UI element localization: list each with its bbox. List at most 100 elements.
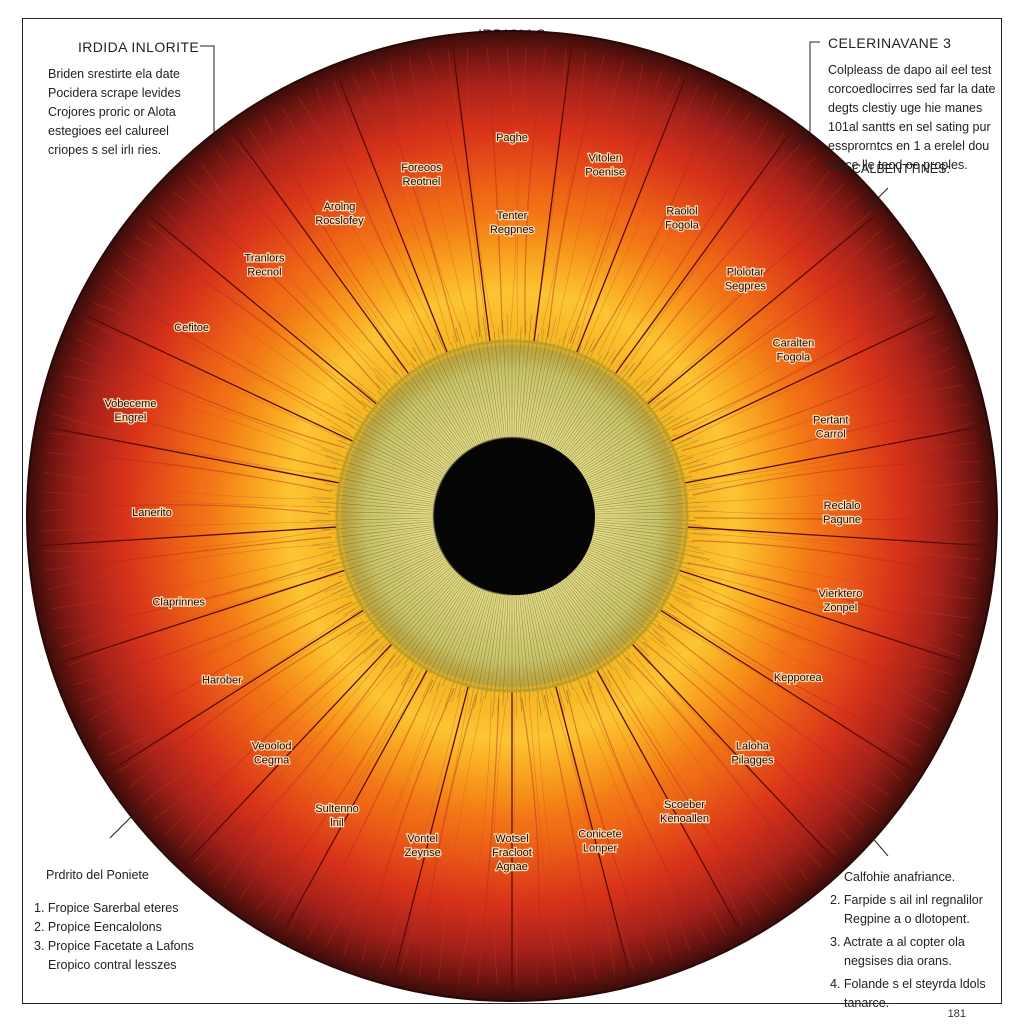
iris-fiber	[547, 334, 602, 445]
iris-fiber	[591, 510, 714, 515]
iris-fiber	[475, 329, 497, 438]
iris-fiber	[41, 504, 331, 515]
iris-fiber	[569, 571, 649, 649]
iris-fiber	[345, 452, 438, 488]
page-number: 181	[947, 1008, 966, 1020]
iris-fiber	[330, 426, 441, 481]
bottom-right-heading: Calfohie anafriance.	[844, 870, 956, 884]
iris-fiber	[467, 48, 496, 335]
top-right-line: degts clestiy uge hie manes	[828, 101, 983, 115]
iris-fiber	[580, 556, 676, 613]
iris-fiber	[263, 116, 417, 362]
sector-divider	[36, 424, 340, 484]
iris-fiber	[374, 375, 457, 459]
iris-fiber	[339, 549, 440, 597]
iris-fiber	[345, 544, 438, 580]
iris-fiber	[653, 630, 878, 812]
sector-divider	[278, 669, 428, 941]
iris-fiber	[410, 361, 469, 450]
iris-fiber	[444, 591, 486, 707]
iris-fiber	[215, 150, 398, 375]
iris-fiber	[691, 547, 975, 600]
iris-fiber	[577, 414, 659, 471]
iris-fiber	[399, 692, 469, 973]
iris-fiber	[585, 547, 687, 593]
iris-fiber	[567, 379, 645, 459]
iris-fiber	[69, 356, 341, 455]
iris-fiber	[415, 584, 472, 680]
iris-fiber	[586, 452, 679, 488]
iris-fiber	[525, 594, 546, 710]
iris-fiber	[587, 457, 693, 492]
iris-fiber	[563, 361, 643, 456]
iris-fiber	[607, 670, 761, 916]
iris-fiber	[558, 366, 621, 452]
iris-fibers	[41, 45, 982, 986]
iris-fiber	[591, 519, 702, 526]
iris-fiber	[640, 183, 845, 388]
sector-divider	[138, 206, 377, 405]
iris-fiber	[316, 501, 433, 511]
iris-fiber	[474, 594, 497, 709]
iris-fiber	[472, 336, 496, 438]
iris-fiber	[469, 593, 494, 689]
iris-fiber	[692, 461, 979, 496]
iris-fiber	[666, 611, 912, 764]
iris-fiber	[521, 697, 540, 986]
iris-fiber	[538, 591, 574, 690]
top-right-line: corcoedlocirres sed far la date	[828, 82, 996, 96]
iris-fiber	[590, 529, 700, 549]
iris-fiber	[678, 328, 944, 444]
top-right-line: essprorntcs en 1 a erelel dou	[828, 139, 990, 153]
iris-fiber	[538, 325, 580, 441]
iris-fiber	[316, 519, 433, 526]
iris-fiber	[362, 407, 448, 470]
iris-fiber	[358, 393, 450, 467]
iris-fiber	[280, 106, 423, 358]
iris-fiber	[692, 540, 978, 581]
iris-fiber	[457, 592, 490, 699]
iris-fiber	[338, 542, 437, 578]
iris-fiber	[324, 545, 439, 593]
iris-sector-label: Paghe	[496, 132, 528, 144]
iris-fiber	[331, 540, 437, 575]
iris-fiber	[541, 345, 582, 443]
iris-fiber	[545, 588, 593, 689]
sector-divider	[226, 124, 410, 374]
iris-fiber	[319, 478, 434, 501]
iris-fiber	[540, 349, 576, 442]
iris-fiber	[570, 378, 661, 462]
iris-fiber	[401, 582, 469, 686]
iris-fiber	[628, 156, 816, 378]
iris-fiber	[586, 544, 679, 580]
iris-fiber	[380, 690, 462, 968]
iris-fiber	[47, 544, 333, 591]
iris-fiber	[493, 332, 505, 437]
bottom-left-item: 1. Fropice Sarerbal eteres	[34, 901, 179, 915]
iris-fiber	[580, 684, 691, 952]
iris-fiber	[223, 659, 401, 888]
bottom-left-heading: Prdrito del Poniete	[46, 868, 149, 882]
iris-fiber	[455, 328, 490, 440]
iris-fiber	[569, 378, 653, 461]
sector-divider	[555, 686, 633, 985]
iris-fiber	[591, 501, 702, 511]
iris-fiber	[693, 481, 981, 503]
iris-fiber	[521, 595, 534, 693]
iris-fiber	[566, 574, 650, 665]
iris-fiber	[307, 679, 434, 940]
iris-fiber	[506, 45, 517, 335]
iris-fiber	[76, 338, 344, 448]
iris-fiber	[583, 434, 678, 481]
iris-sector-label: Cefitoe	[174, 322, 209, 334]
iris-fiber	[433, 336, 481, 443]
iris-fiber	[357, 385, 452, 465]
iris-fiber	[562, 64, 644, 342]
iris-fiber	[55, 558, 336, 629]
top-right-line: Colpleass de dapo ail eel test	[828, 63, 992, 77]
